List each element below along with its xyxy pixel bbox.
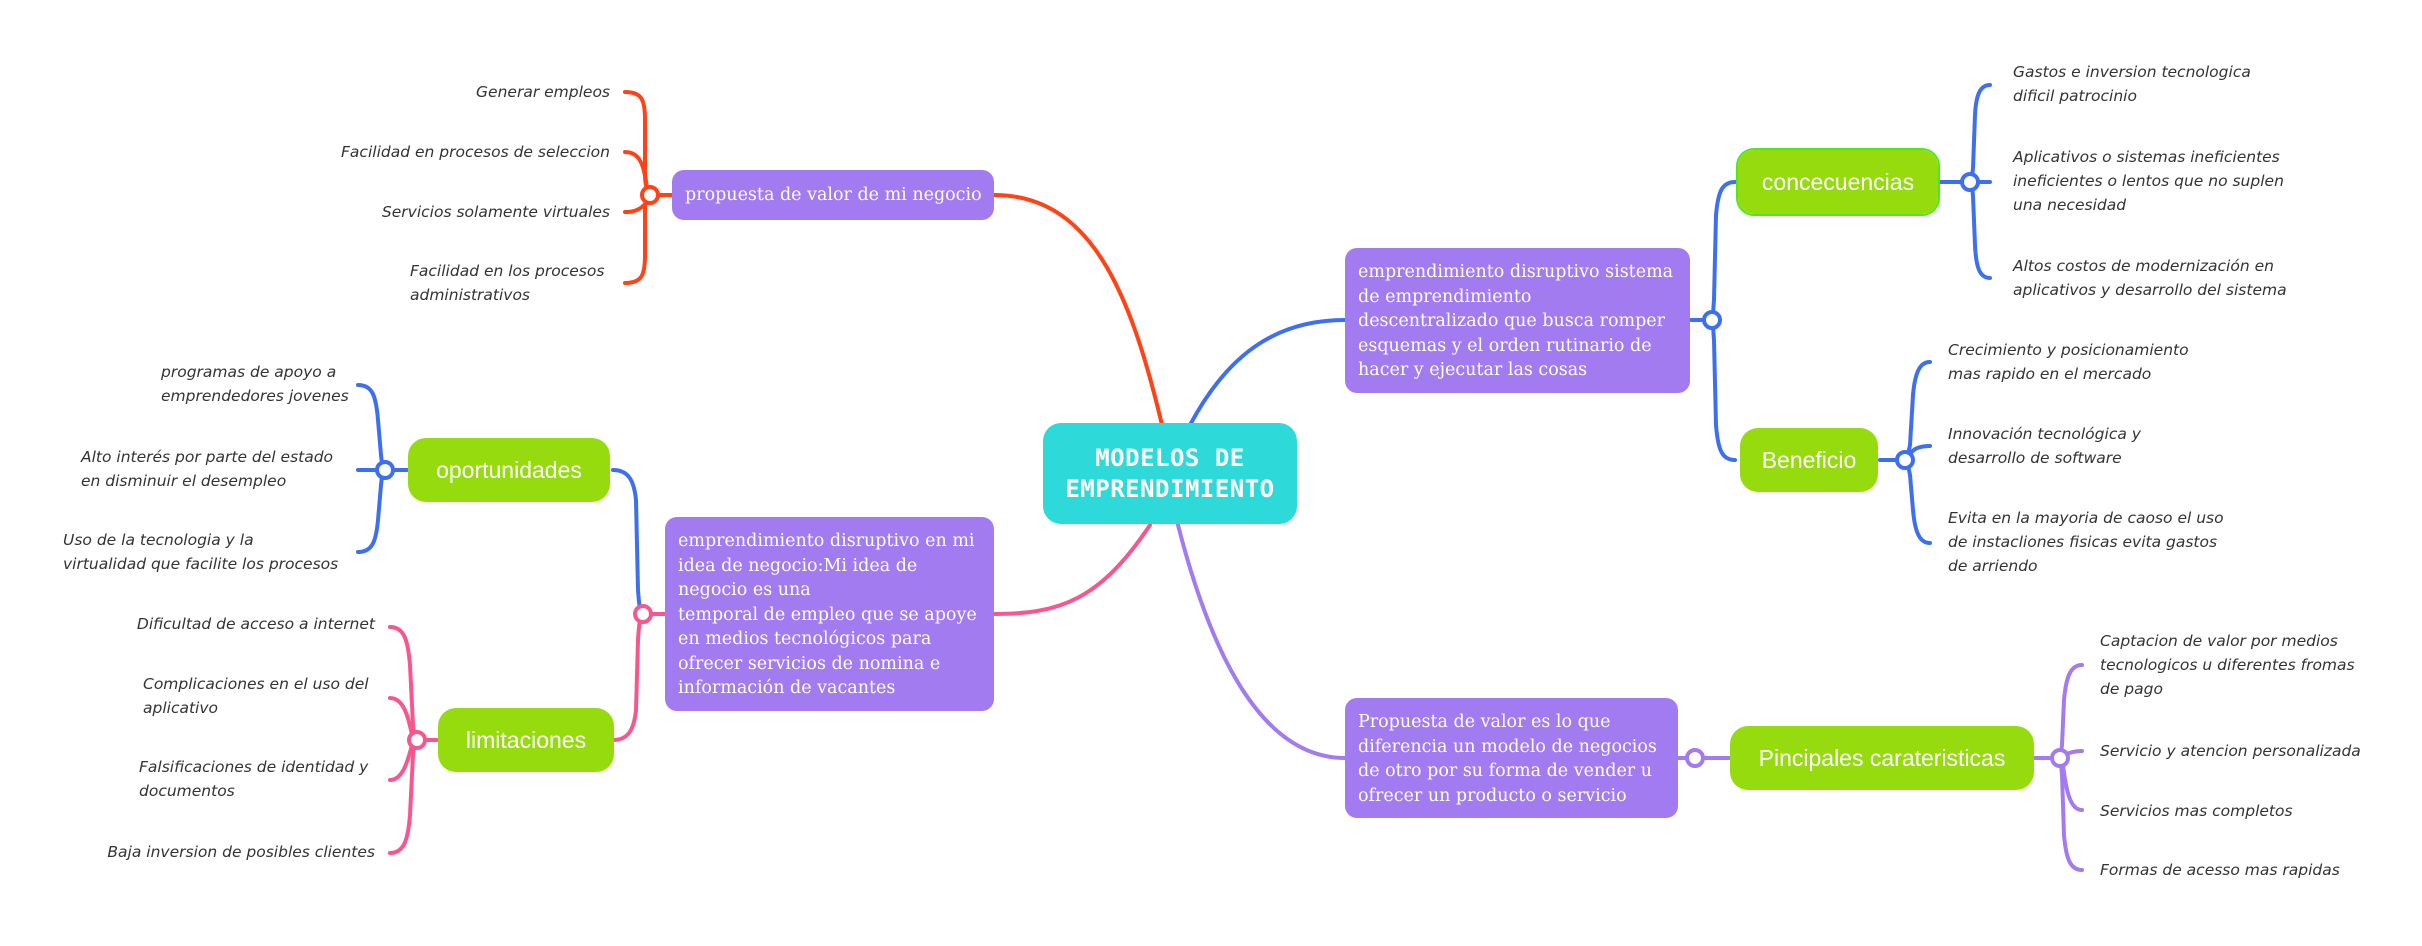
leaf-dificultad-acceso[interactable]: Dificultad de acceso a internet bbox=[136, 615, 375, 633]
topic-propuesta-valor[interactable]: propuesta de valor de mi negocio bbox=[672, 170, 994, 220]
subtopic-principales-caracteristicas[interactable]: Pincipales carateristicas bbox=[1728, 724, 2036, 792]
leaf-falsificaciones[interactable]: Falsificaciones de identidad y documento… bbox=[139, 758, 369, 800]
leaf-facilidad-seleccion[interactable]: Facilidad en procesos de seleccion bbox=[341, 143, 610, 161]
leaf-gastos-inversion[interactable]: Gastos e inversion tecnologica dificil p… bbox=[2013, 63, 2251, 105]
leaf-alto-interes[interactable]: Alto interés por parte del estado en dis… bbox=[81, 448, 334, 490]
subtopic-limitaciones[interactable]: limitaciones bbox=[436, 706, 616, 774]
leaf-servicio-personalizado[interactable]: Servicio y atencion personalizada bbox=[2100, 742, 2361, 760]
topic-emprendimiento-disruptivo[interactable]: emprendimiento disruptivo sistema de emp… bbox=[1345, 248, 1690, 393]
leaf-complicaciones-uso[interactable]: Complicaciones en el uso del aplicativo bbox=[143, 675, 369, 717]
topic-idea-negocio[interactable]: emprendimiento disruptivo en mi idea de … bbox=[665, 517, 994, 711]
leaf-captacion-valor[interactable]: Captacion de valor por medios tecnologic… bbox=[2100, 632, 2355, 698]
leaf-crecimiento[interactable]: Crecimiento y posicionamiento mas rapido… bbox=[1948, 341, 2189, 383]
leaf-baja-inversion[interactable]: Baja inversion de posibles clientes bbox=[107, 843, 375, 861]
leaf-servicios-completos[interactable]: Servicios mas completos bbox=[2100, 802, 2293, 820]
leaf-generar-empleos[interactable]: Generar empleos bbox=[476, 83, 610, 101]
leaf-formas-acceso[interactable]: Formas de acesso mas rapidas bbox=[2100, 861, 2340, 879]
leaf-altos-costos[interactable]: Altos costos de modernización en aplicat… bbox=[2013, 257, 2287, 299]
leaf-programas-apoyo[interactable]: programas de apoyo a emprendedores joven… bbox=[161, 363, 349, 405]
leaf-uso-tecnologia[interactable]: Uso de la tecnologia y la virtualidad qu… bbox=[63, 531, 339, 573]
root-topic[interactable]: MODELOS DE EMPRENDIMIENTO bbox=[1043, 423, 1297, 524]
leaf-servicios-virtuales[interactable]: Servicios solamente virtuales bbox=[381, 203, 610, 221]
topic-propuesta-valor-definicion[interactable]: Propuesta de valor es lo que diferencia … bbox=[1345, 698, 1678, 818]
subtopic-concecuencias[interactable]: concecuencias bbox=[1736, 148, 1940, 216]
subtopic-beneficio[interactable]: Beneficio bbox=[1738, 426, 1880, 494]
leaf-innovacion[interactable]: Innovación tecnológica y desarrollo de s… bbox=[1948, 425, 2141, 467]
leaf-evita-instalaciones[interactable]: Evita en la mayoria de caoso el uso de i… bbox=[1948, 509, 2224, 575]
subtopic-oportunidades[interactable]: oportunidades bbox=[406, 436, 612, 504]
leaf-facilidad-administrativos[interactable]: Facilidad en los procesos administrativo… bbox=[410, 262, 605, 304]
leaf-aplicativos-ineficientes[interactable]: Aplicativos o sistemas ineficientes inef… bbox=[2013, 148, 2284, 214]
